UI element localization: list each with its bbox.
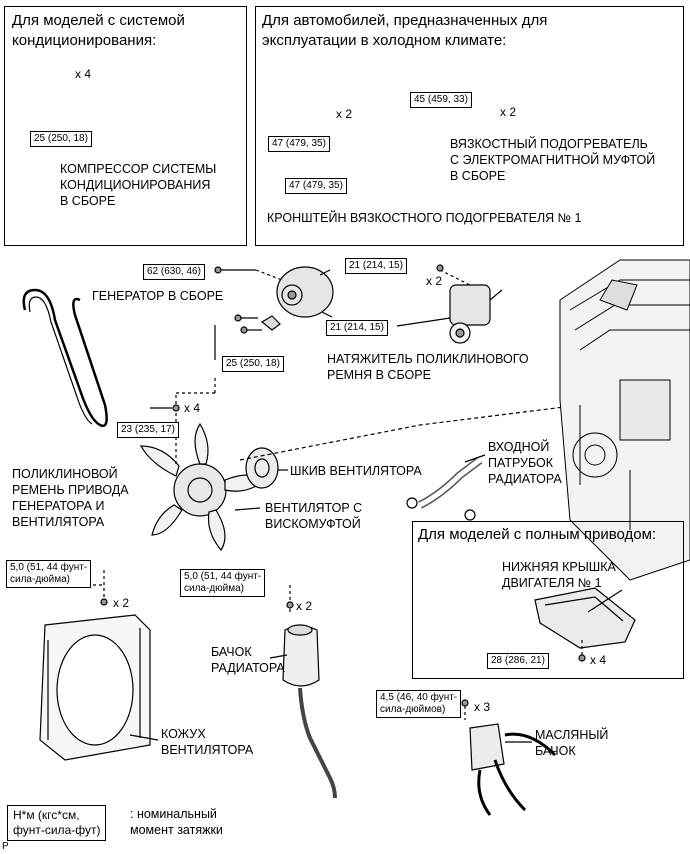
legend-unit-line1: Н*м (кгс*см,: [13, 808, 80, 822]
oil-tank-illustration: [469, 723, 557, 816]
belt-label-line2: РЕМЕНЬ ПРИВОДА: [12, 483, 129, 497]
awd-heading: Для моделей с полным приводом:: [418, 526, 657, 543]
reservoir-torque: 5,0 (51, 44 фунт- сила-дюйма): [180, 569, 266, 597]
generator-illustration: [276, 266, 334, 318]
tensioner-multiplier: x 2: [426, 274, 443, 288]
generator-label: ГЕНЕРАТОР В СБОРЕ: [92, 289, 224, 303]
shroud-label-line1: КОЖУХ: [161, 727, 206, 741]
fan-label-line2: ВИСКОМУФТОЙ: [265, 517, 361, 531]
generator-small-bolts: [234, 314, 281, 334]
bracket-bottom-torque: 47 (479, 35): [285, 178, 347, 194]
awd-box: [412, 521, 684, 679]
bracket-multiplier: x 2: [336, 107, 353, 121]
legend-text-line1: : номинальный: [130, 807, 217, 821]
tensioner-illustration: [449, 284, 503, 344]
legend-text-line2: момент затяжки: [130, 823, 223, 837]
engine-illustration: [559, 259, 690, 581]
shroud-multiplier: x 2: [113, 596, 130, 610]
ac-models-heading-line1: Для моделей с системой: [12, 12, 185, 29]
heater-bracket-label: КРОНШТЕЙН ВЯЗКОСТНОГО ПОДОГРЕВАТЕЛЯ № 1: [267, 211, 582, 225]
compressor-torque: 25 (250, 18): [30, 131, 92, 147]
cold-climate-box: [255, 6, 684, 246]
shroud-torque-line1: 5,0 (51, 44 фунт-: [10, 562, 88, 573]
under-cover-multiplier: x 4: [590, 653, 607, 667]
under-cover-label-line2: ДВИГАТЕЛЯ № 1: [502, 576, 602, 590]
heater-torque: 45 (459, 33): [410, 92, 472, 108]
reservoir-torque-line2: сила-дюйма): [184, 583, 244, 594]
generator-bottom-torque: 25 (250, 18): [222, 356, 284, 372]
shroud-torque: 5,0 (51, 44 фунт- сила-дюйма): [6, 560, 92, 588]
under-cover-illustration: [534, 587, 636, 649]
under-cover-torque: 28 (286, 21): [487, 653, 549, 669]
inlet-hose-illustration: [406, 456, 483, 521]
fan-illustration: [139, 422, 267, 552]
viscous-heater-label-line3: В СБОРЕ: [450, 169, 506, 183]
reservoir-label-line1: БАЧОК: [211, 645, 252, 659]
reservoir-illustration: [282, 624, 337, 799]
belt-label-line3: ГЕНЕРАТОРА И: [12, 499, 105, 513]
shroud-illustration: [39, 614, 151, 761]
belt-label-line4: ВЕНТИЛЯТОРА: [12, 515, 105, 529]
ac-models-box: [4, 6, 247, 246]
reservoir-torque-line1: 5,0 (51, 44 фунт-: [184, 571, 262, 582]
pulley-illustration: [245, 447, 279, 489]
oil-tank-label-line2: БАЧОК: [535, 744, 576, 758]
cold-climate-heading-line2: эксплуатации в холодном климате:: [262, 32, 507, 49]
inlet-label-line1: ВХОДНОЙ: [488, 440, 550, 454]
compressor-label-line2: КОНДИЦИОНИРОВАНИЯ: [60, 178, 211, 192]
corner-mark: P: [2, 841, 9, 852]
viscous-heater-label-line2: С ЭЛЕКТРОМАГНИТНОЙ МУФТОЙ: [450, 153, 656, 167]
ac-models-heading-line2: кондиционирования:: [12, 32, 157, 49]
shroud-torque-line2: сила-дюйма): [10, 574, 70, 585]
under-cover-label-line1: НИЖНЯЯ КРЫШКА: [502, 560, 616, 574]
generator-top-torque: 62 (630, 46): [143, 264, 205, 280]
tensioner-label-line2: РЕМНЯ В СБОРЕ: [327, 368, 431, 382]
compressor-multiplier: x 4: [75, 67, 92, 81]
shroud-label-line2: ВЕНТИЛЯТОРА: [161, 743, 254, 757]
tensioner-top-torque: 21 (214, 15): [345, 258, 407, 274]
legend-unit-line2: фунт-сила-фут): [13, 823, 101, 837]
inlet-label-line2: ПАТРУБОК: [488, 456, 554, 470]
legend-unit-box: Н*м (кгс*см, фунт-сила-фут): [7, 805, 107, 841]
reservoir-label-line2: РАДИАТОРА: [211, 661, 285, 675]
inlet-label-line3: РАДИАТОРА: [488, 472, 562, 486]
cold-climate-heading-line1: Для автомобилей, предназначенных для: [262, 12, 548, 29]
reservoir-multiplier: x 2: [296, 599, 313, 613]
oil-tank-label-line1: МАСЛЯНЫЙ: [535, 728, 609, 742]
heater-multiplier: x 2: [500, 105, 517, 119]
oil-tank-multiplier: x 3: [474, 700, 491, 714]
fan-multiplier: x 4: [184, 401, 201, 415]
pulley-label: ШКИВ ВЕНТИЛЯТОРА: [290, 464, 422, 478]
fan-torque: 23 (235, 17): [117, 422, 179, 438]
compressor-label-line3: В СБОРЕ: [60, 194, 116, 208]
fan-label-line1: ВЕНТИЛЯТОР С: [265, 501, 363, 515]
oil-tank-torque: 4,5 (46, 40 фунт- сила-дюймов): [376, 690, 462, 718]
tensioner-mid-torque: 21 (214, 15): [326, 320, 388, 336]
generator-bolt: [214, 266, 256, 274]
viscous-heater-label-line1: ВЯЗКОСТНЫЙ ПОДОГРЕВАТЕЛЬ: [450, 137, 648, 151]
belt-label-line1: ПОЛИКЛИНОВОЙ: [12, 467, 118, 481]
tensioner-label-line1: НАТЯЖИТЕЛЬ ПОЛИКЛИНОВОГО: [327, 352, 529, 366]
oil-tank-torque-line1: 4,5 (46, 40 фунт-: [380, 692, 458, 703]
compressor-label-line1: КОМПРЕССОР СИСТЕМЫ: [60, 162, 217, 176]
bracket-top-torque: 47 (479, 35): [268, 136, 330, 152]
oil-tank-torque-line2: сила-дюймов): [380, 704, 446, 715]
belt-illustration: [22, 288, 108, 428]
